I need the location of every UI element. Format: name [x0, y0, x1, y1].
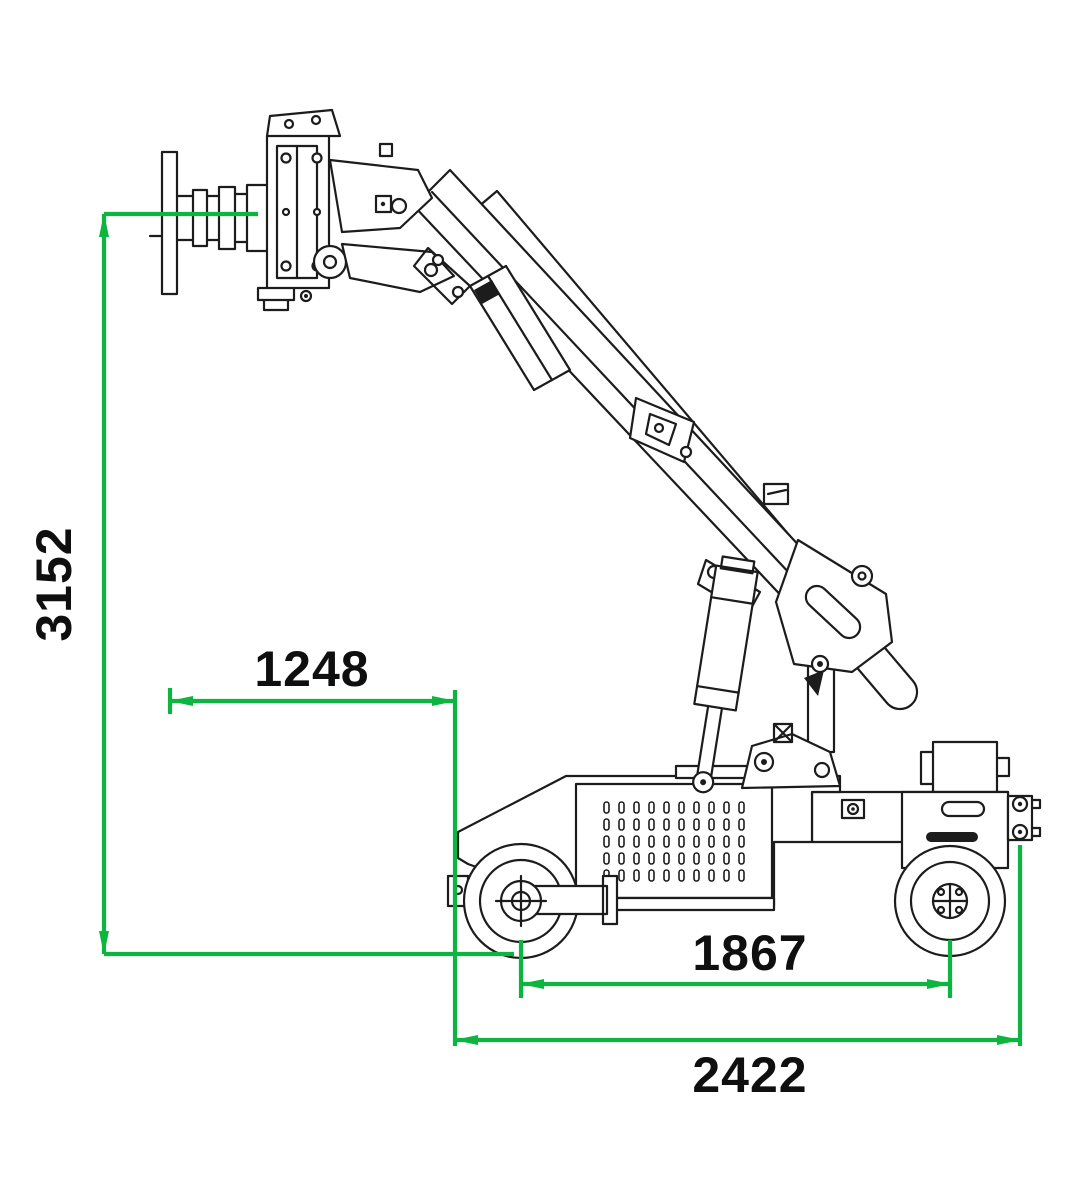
tow-pin-lower-dot	[1017, 829, 1023, 835]
head-bolt-3	[280, 260, 292, 272]
pivot-pin-main-dot	[761, 759, 767, 765]
rear-bolt-1	[936, 887, 946, 897]
head-bolt-5	[281, 207, 291, 217]
boom-joint-pin	[653, 422, 665, 434]
pivot-pin-rear	[813, 761, 831, 779]
dimension-overall-length: 2422	[454, 845, 1023, 1103]
boom-joint-roller	[679, 445, 693, 459]
pivot-bracket-cross	[772, 722, 794, 744]
boom	[412, 168, 919, 754]
rear-body-vent	[940, 800, 986, 818]
suction-head	[148, 108, 394, 312]
rear-wheel	[893, 844, 1007, 958]
mount-plate-hole-inner	[857, 571, 867, 581]
head-bolt-6	[312, 207, 322, 217]
link-pin-1	[390, 197, 408, 215]
engine-vents	[598, 798, 748, 883]
link-pin-3	[431, 253, 445, 267]
rear-hub-cross	[931, 882, 969, 920]
head-fitting-dot	[304, 294, 308, 298]
rotator-gear-hub	[322, 254, 338, 270]
front-hub-cross	[494, 874, 548, 928]
link-pin-4	[451, 285, 465, 299]
lift-cylinder-clevis-dot	[700, 779, 707, 786]
dimension-wheelbase: 1867	[518, 925, 953, 998]
head-linkage	[328, 158, 472, 306]
dimension-reach: 1248	[167, 641, 458, 1046]
rear-body-slot	[926, 832, 978, 842]
link-pin-2	[423, 262, 439, 278]
plate-marker-triangle	[804, 670, 824, 696]
head-bolt-2	[311, 152, 323, 164]
lift-cylinder-body	[693, 555, 759, 777]
hose-clamp-line	[766, 488, 788, 496]
dimension-overall-length-label: 2422	[692, 1047, 807, 1103]
tow-pin-upper-dot	[1017, 801, 1023, 807]
dimensions: 3152 1248 1867 2422	[26, 211, 1023, 1103]
mount-plate-pin-dot	[817, 661, 823, 667]
rear-bolt-3	[936, 905, 946, 915]
link-dot	[380, 201, 386, 207]
counterweight	[919, 740, 1011, 794]
lift-cylinder-bands	[696, 596, 754, 694]
rear-bolt-4	[954, 905, 964, 915]
dimension-wheelbase-label: 1867	[692, 925, 807, 981]
head-bolt-1	[280, 152, 292, 164]
chassis	[446, 740, 1042, 912]
dimension-reach-label: 1248	[254, 641, 369, 697]
dimension-height: 3152	[26, 211, 514, 957]
hose-clamp	[762, 482, 790, 506]
boom-pivot	[740, 722, 842, 790]
rear-bolt-2	[954, 887, 964, 897]
bracket-hole-2	[310, 114, 322, 126]
lift-cylinder	[692, 555, 759, 794]
mount-plate-slot	[804, 584, 862, 640]
slave-cylinder-rod	[486, 274, 554, 382]
machine-drawing	[148, 108, 1042, 960]
beam-detail-dot	[851, 807, 855, 811]
dimension-height-label: 3152	[26, 526, 82, 641]
bracket-hole-1	[283, 118, 295, 130]
suction-head-body	[160, 108, 394, 312]
